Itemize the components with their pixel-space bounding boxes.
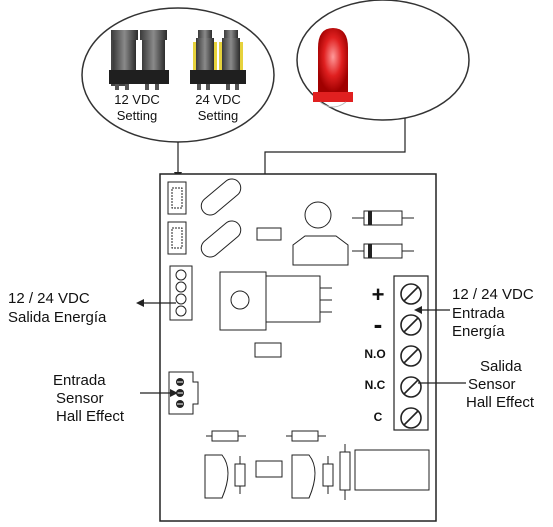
output-power-line2: Salida Energía: [8, 309, 107, 326]
setting-12-line2: Setting: [117, 108, 157, 123]
terminal-label-no: N.O: [364, 347, 385, 361]
hall-output-label-group: Salida Sensor Hall Effect: [418, 358, 535, 411]
power-output-header: [169, 265, 193, 321]
hall-output-line1: Salida: [480, 358, 522, 375]
jumper-24vdc-icon: [190, 30, 246, 90]
jumper-setting-callout: 12 VDC Setting 24 VDC Setting: [81, 7, 275, 180]
terminal-label-nc: N.C: [365, 378, 386, 392]
setting-24-line1: 24 VDC: [195, 92, 241, 107]
diode-1-icon: [352, 210, 414, 226]
output-power-line1: 12 / 24 VDC: [8, 290, 90, 307]
hall-input-line1: Entrada: [53, 372, 106, 389]
hall-input-line2: Sensor: [56, 390, 104, 407]
input-power-line2: Entrada: [452, 305, 505, 322]
hall-input-label-group: Entrada Sensor Hall Effect: [53, 372, 178, 425]
terminal-screw-icon: [400, 314, 422, 336]
input-power-line3: Energía: [452, 323, 505, 340]
setting-12-line1: 12 VDC: [114, 92, 160, 107]
led-icon: [313, 28, 353, 108]
terminal-block: [393, 275, 429, 431]
terminal-label-c: C: [374, 410, 383, 424]
circuit-board: + - N.O N.C C: [159, 173, 437, 522]
terminal-screw-icon: [400, 376, 422, 398]
hall-output-line2: Sensor: [468, 376, 516, 393]
terminal-screw-icon: [400, 345, 422, 367]
terminal-screw-icon: [400, 283, 422, 305]
voltage-regulator-icon: [219, 271, 332, 331]
diode-2-icon: [352, 243, 414, 259]
hall-output-line3: Hall Effect: [466, 394, 535, 411]
terminal-label-plus: +: [372, 282, 385, 307]
input-power-line1: 12 / 24 VDC: [452, 286, 534, 303]
hall-input-line3: Hall Effect: [56, 408, 125, 425]
hall-sensor-input-header: [168, 371, 199, 415]
output-power-label-group: 12 / 24 VDC Salida Energía: [8, 290, 176, 326]
setting-24-line2: Setting: [198, 108, 238, 123]
jumper-12vdc-icon: [109, 30, 169, 90]
input-power-label-group: 12 / 24 VDC Entrada Energía: [414, 286, 534, 340]
terminal-label-minus: -: [374, 309, 383, 339]
terminal-screw-icon: [400, 407, 422, 429]
led-callout: [261, 0, 470, 342]
